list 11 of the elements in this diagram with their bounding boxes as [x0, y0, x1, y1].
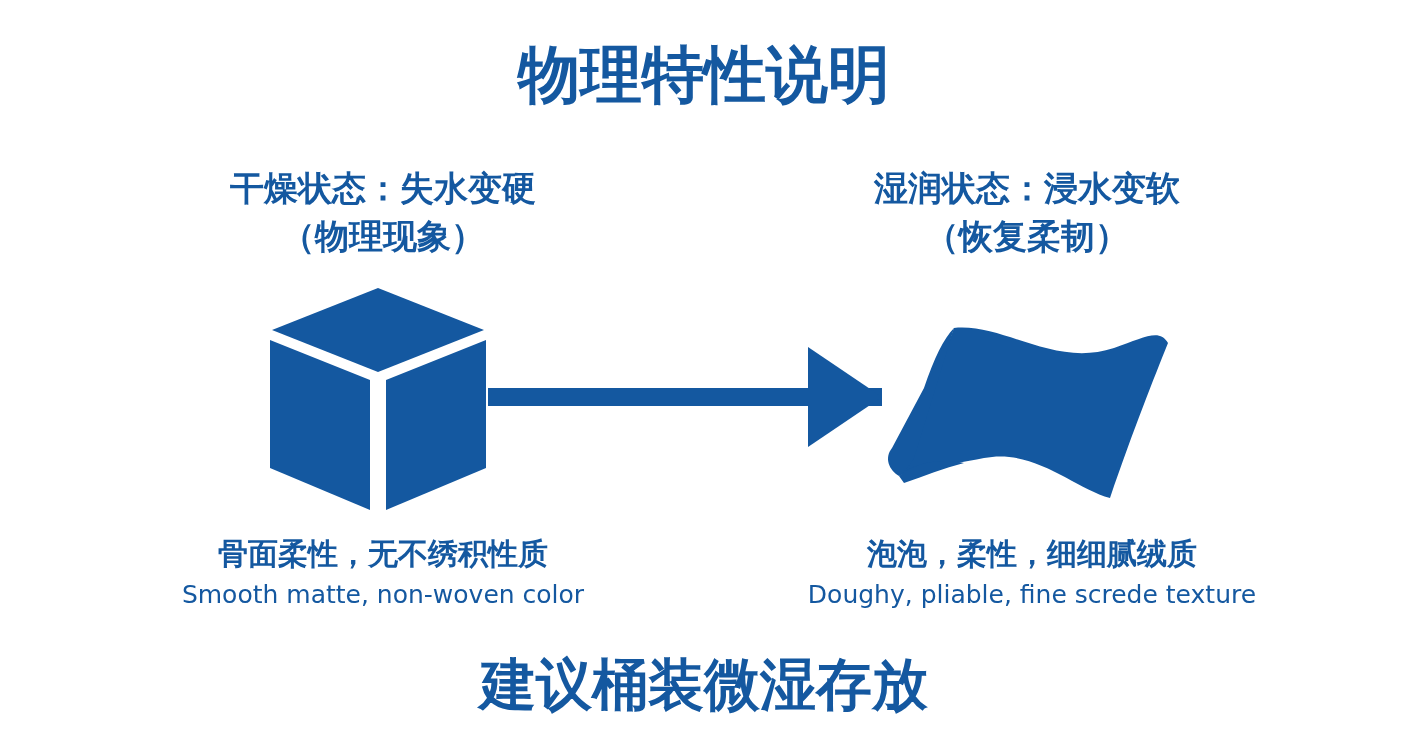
state-heading: （物理现象）	[280, 216, 486, 256]
description-text: 骨面柔性，无不绣积性质	[217, 536, 549, 572]
state-heading: （恢复柔韧）	[924, 216, 1130, 256]
title: 物理特性说明	[516, 37, 891, 113]
recommendation-text: 建议桶装微湿存放	[0, 650, 1408, 720]
arrow	[488, 347, 882, 447]
english-description: Doughy, pliable, fine screde texture	[806, 579, 1258, 610]
description-text: 泡泡，柔性，细细腻绒质	[866, 536, 1198, 572]
state-heading: 干燥状态：失水变硬	[229, 168, 537, 208]
state-heading: 湿润状态：浸水变软	[873, 168, 1181, 208]
english-description: Smooth matte, non-woven color	[180, 579, 586, 610]
